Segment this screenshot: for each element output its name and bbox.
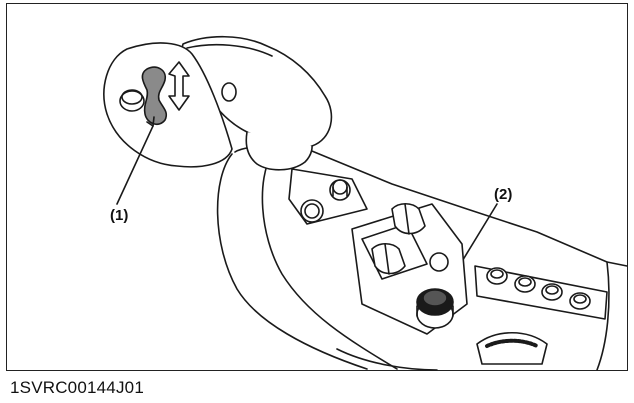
right-button-3[interactable] (541, 283, 563, 301)
small-button[interactable] (429, 252, 449, 272)
double-arrow-icon (168, 61, 190, 111)
right-button-1[interactable] (486, 267, 508, 285)
side-button[interactable] (119, 89, 145, 112)
joystick-lever[interactable] (181, 35, 333, 171)
diagram-frame: (1) (2) (6, 3, 628, 371)
rocker-switch-1[interactable] (141, 66, 168, 126)
button-b[interactable] (329, 179, 351, 201)
rocker-switch-icon[interactable] (371, 202, 426, 275)
right-button-4[interactable] (569, 292, 591, 310)
upper-button-panel (288, 168, 368, 225)
callout-1: (1) (110, 207, 129, 224)
figure-code: 1SVRC00144J01 (10, 378, 144, 397)
rotary-knob-icon[interactable] (416, 288, 454, 329)
leader-line-1 (116, 125, 154, 205)
callout-2: (2) (494, 186, 513, 203)
button-a[interactable] (300, 199, 324, 223)
thumbwheel-icon[interactable] (476, 332, 548, 365)
right-button-2[interactable] (514, 275, 536, 293)
side-panel (103, 42, 233, 168)
console-body (216, 144, 628, 371)
console-illustration (103, 35, 628, 371)
